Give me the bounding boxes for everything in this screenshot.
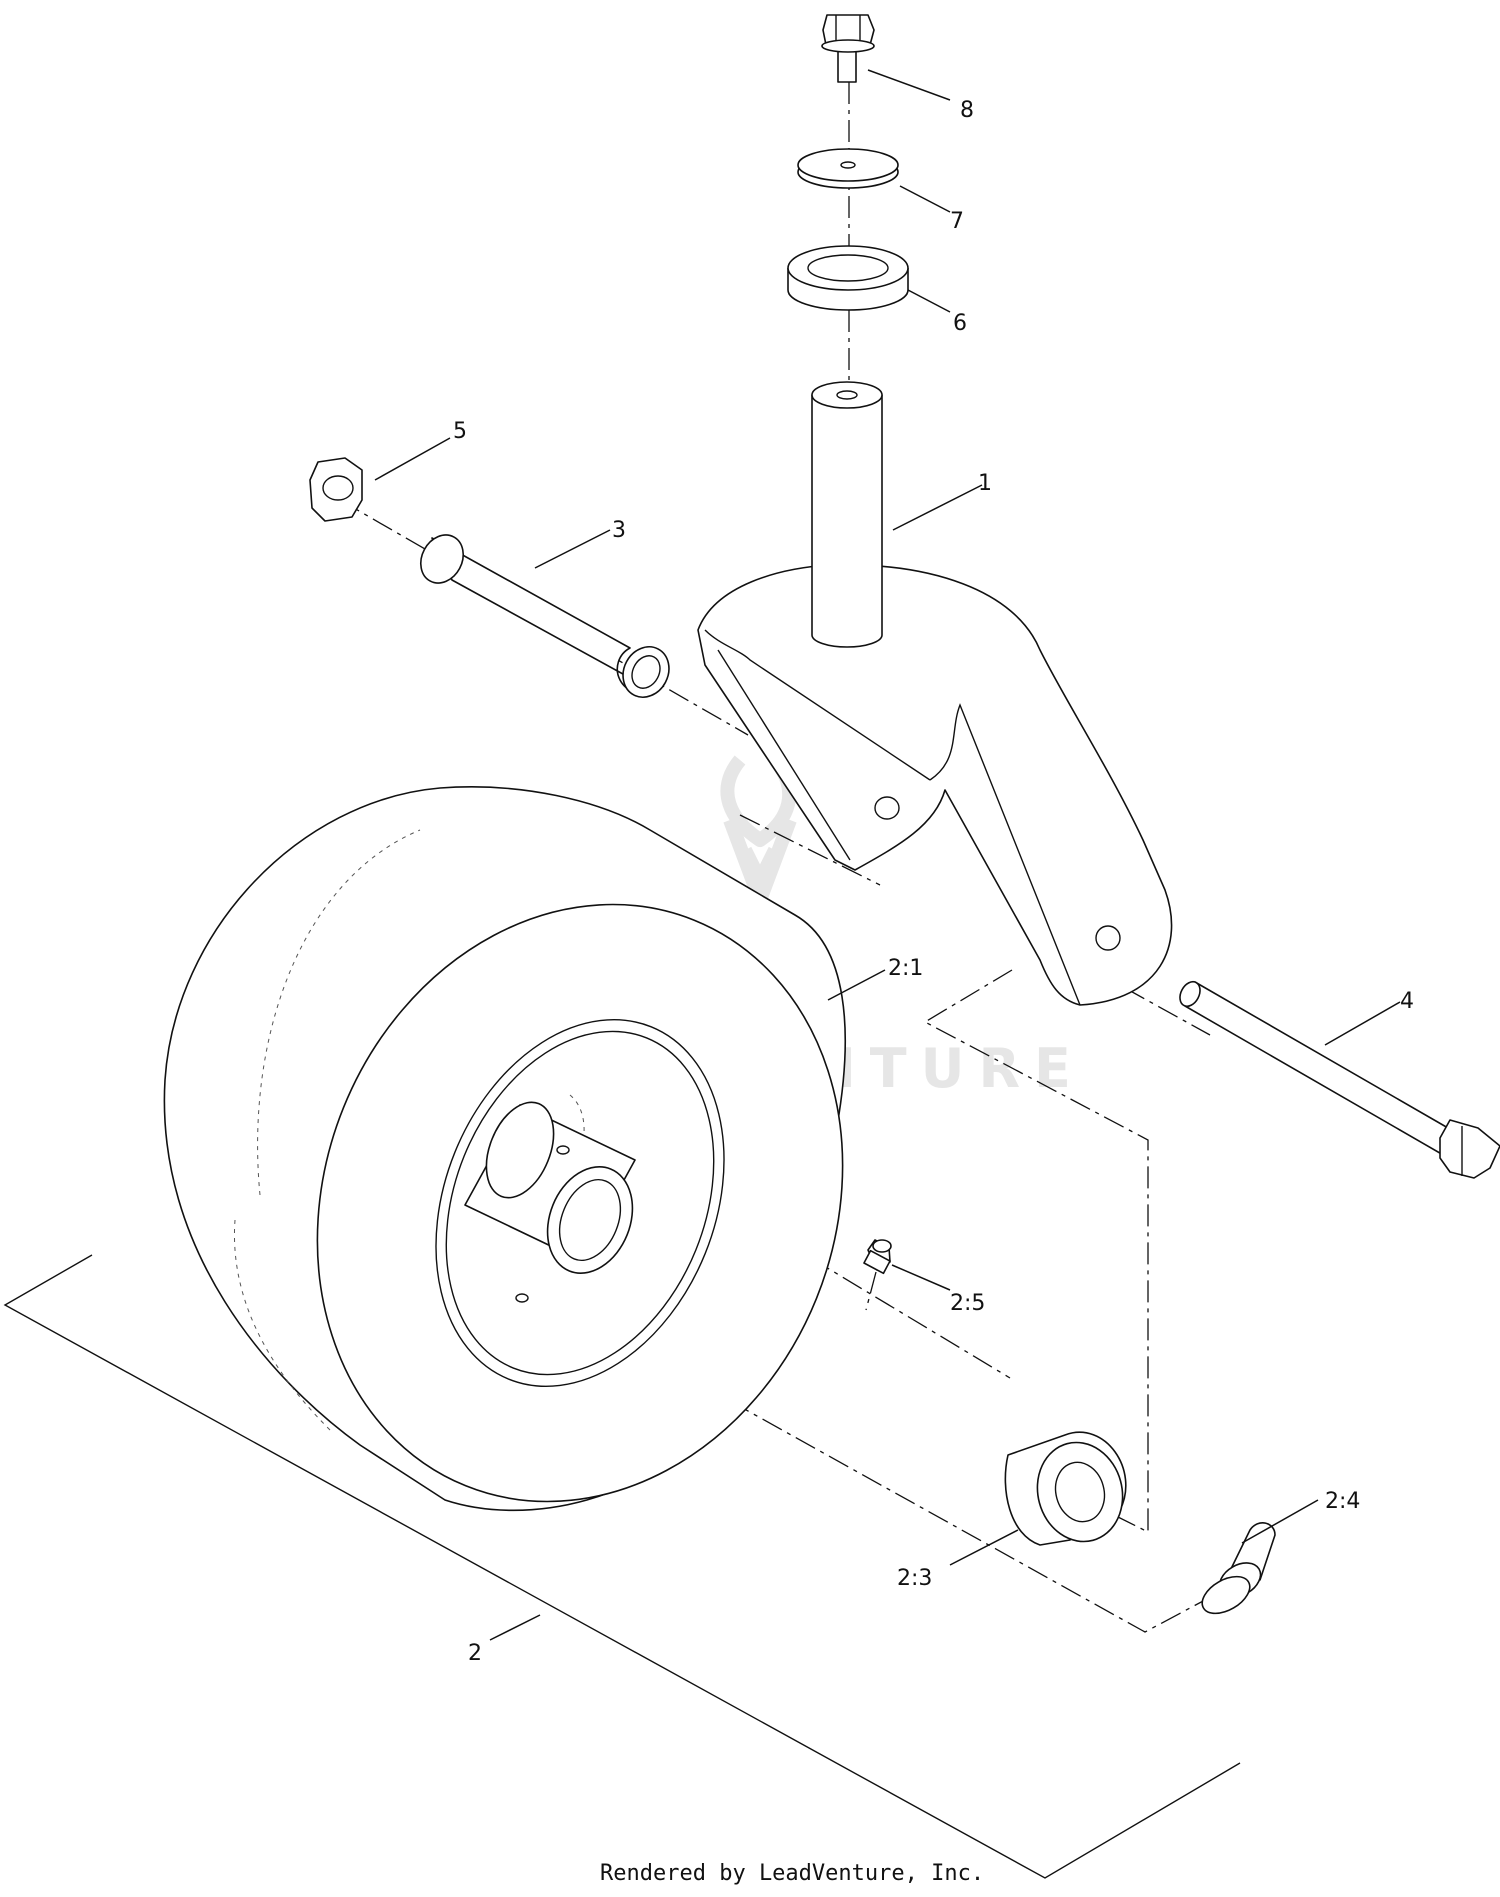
part-2-3-bearing: [1004, 1431, 1127, 1546]
callout-3: 3: [612, 518, 626, 543]
part-5-hex-nut: [309, 457, 363, 522]
callout-labels: 8 7 6 5 1 3 2:1 4 2:5 2:4 2:3 2: [453, 98, 1414, 1666]
part-2-4-valve-stem: [1201, 1522, 1276, 1615]
part-6-spacer-ring: [787, 245, 909, 311]
part-8-flange-bolt: [821, 14, 875, 83]
footer-credit: Rendered by LeadVenture, Inc.: [600, 1861, 984, 1886]
callout-6: 6: [953, 311, 967, 336]
part-7-washer: [797, 148, 899, 189]
part-2-1-wheel-tire: [163, 786, 846, 1512]
part-4-axle-bolt: [1179, 980, 1500, 1179]
callout-5: 5: [453, 419, 467, 444]
callout-2-4: 2:4: [1325, 1489, 1360, 1514]
callout-2-1: 2:1: [888, 956, 923, 981]
leader-lines: [374, 69, 1401, 1641]
assembly-bracket-2: [3, 1254, 1241, 1879]
part-2-5-grease-fitting: [863, 1239, 892, 1275]
part-1-caster-fork: [697, 381, 1173, 1006]
callout-2-3: 2:3: [897, 1566, 932, 1591]
part-3-spacer-tube: [419, 534, 670, 698]
callout-8: 8: [960, 98, 974, 123]
callout-1: 1: [978, 471, 992, 496]
callout-7: 7: [950, 209, 964, 234]
callout-4: 4: [1400, 989, 1414, 1014]
callout-2: 2: [468, 1641, 482, 1666]
callout-2-5: 2:5: [950, 1291, 985, 1316]
